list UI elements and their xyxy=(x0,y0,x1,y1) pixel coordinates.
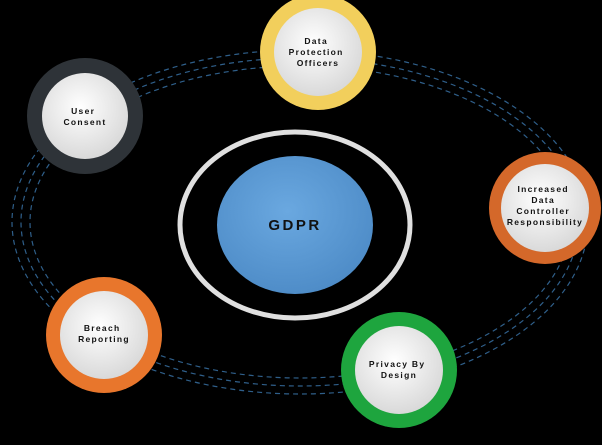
node-breach-reporting: Breach Reporting xyxy=(46,277,162,393)
node-label: Data Protection Officers xyxy=(289,36,348,68)
node-data-protection-officers: Data Protection Officers xyxy=(260,0,376,110)
center-outer-ring xyxy=(177,129,413,321)
node-increased-data-controller-responsibility: Increased Data Controller Responsibility xyxy=(489,152,601,264)
node-inner-circle xyxy=(355,326,443,414)
center-circle xyxy=(217,156,373,294)
node-inner-circle xyxy=(60,291,148,379)
node-label: Increased Data Controller Responsibility xyxy=(507,184,583,227)
node-inner-circle xyxy=(501,164,589,252)
node-label: Breach Reporting xyxy=(78,323,130,344)
node-label: User Consent xyxy=(63,106,106,127)
center-node: GDPR xyxy=(177,129,413,321)
node-inner-circle xyxy=(274,8,362,96)
node-privacy-by-design: Privacy By Design xyxy=(341,312,457,428)
center-label: GDPR xyxy=(268,217,321,234)
node-label: Privacy By Design xyxy=(369,359,429,380)
node-inner-circle xyxy=(42,73,128,159)
node-user-consent: User Consent xyxy=(27,58,143,174)
